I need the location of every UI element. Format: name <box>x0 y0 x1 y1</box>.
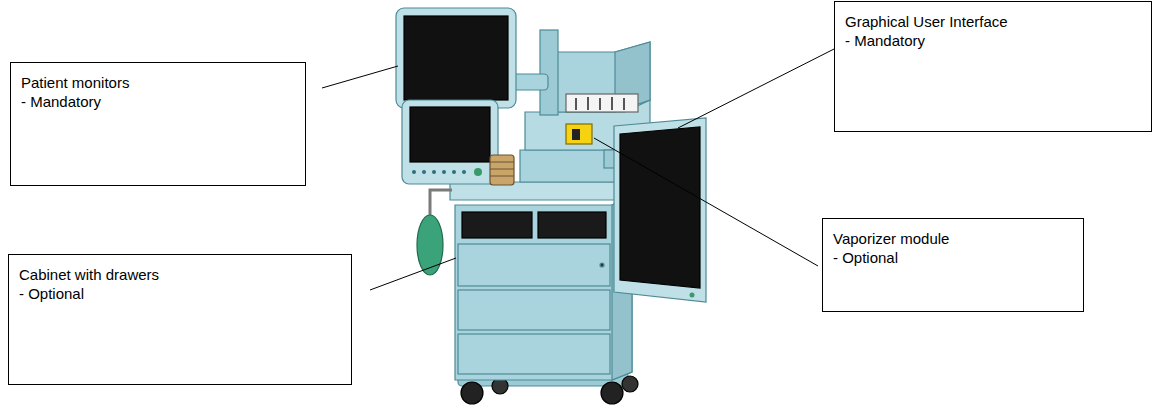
monitor-screen <box>410 107 490 162</box>
callout-text: Cabinet with drawers <box>19 265 341 284</box>
drawer <box>458 334 610 374</box>
wheel <box>461 382 483 404</box>
leader-line <box>370 258 456 290</box>
monitor-screen <box>404 16 508 100</box>
callout-box: Cabinet with drawers- Optional <box>8 254 352 385</box>
callout-text: Graphical User Interface <box>845 12 1141 31</box>
callout-text: - Optional <box>833 248 1073 267</box>
leader-line <box>322 66 398 88</box>
callout-text: - Mandatory <box>21 92 295 111</box>
callout-box: Patient monitors- Mandatory <box>10 62 306 186</box>
callout-text: Vaporizer module <box>833 229 1073 248</box>
leader-line <box>678 47 838 128</box>
callout-box: Vaporizer module- Optional <box>822 218 1084 312</box>
gui-screen <box>620 127 700 288</box>
flow-panel <box>566 94 638 112</box>
patient-monitor <box>396 8 516 108</box>
callout-text: - Optional <box>19 284 341 303</box>
drawer-opening <box>462 212 532 238</box>
gui-monitor <box>614 118 706 302</box>
vaporizer-window <box>572 129 580 140</box>
patient-monitor <box>402 100 498 184</box>
wheel <box>601 382 623 404</box>
monitor-post <box>540 30 558 115</box>
drawer-opening <box>538 212 606 238</box>
cabinet <box>455 195 632 380</box>
tower <box>555 42 650 112</box>
drawer <box>458 244 610 286</box>
drawer <box>458 290 610 330</box>
callout-box: Graphical User Interface- Mandatory <box>834 1 1152 132</box>
leader-line <box>594 138 818 266</box>
callout-text: Patient monitors <box>21 73 295 92</box>
vaporizer-module <box>566 124 592 144</box>
lock <box>600 263 604 267</box>
callout-text: - Mandatory <box>845 31 1141 50</box>
breathing-bag <box>417 215 443 275</box>
wheel <box>622 376 638 392</box>
canister <box>490 155 514 185</box>
bag-arm <box>430 190 452 215</box>
